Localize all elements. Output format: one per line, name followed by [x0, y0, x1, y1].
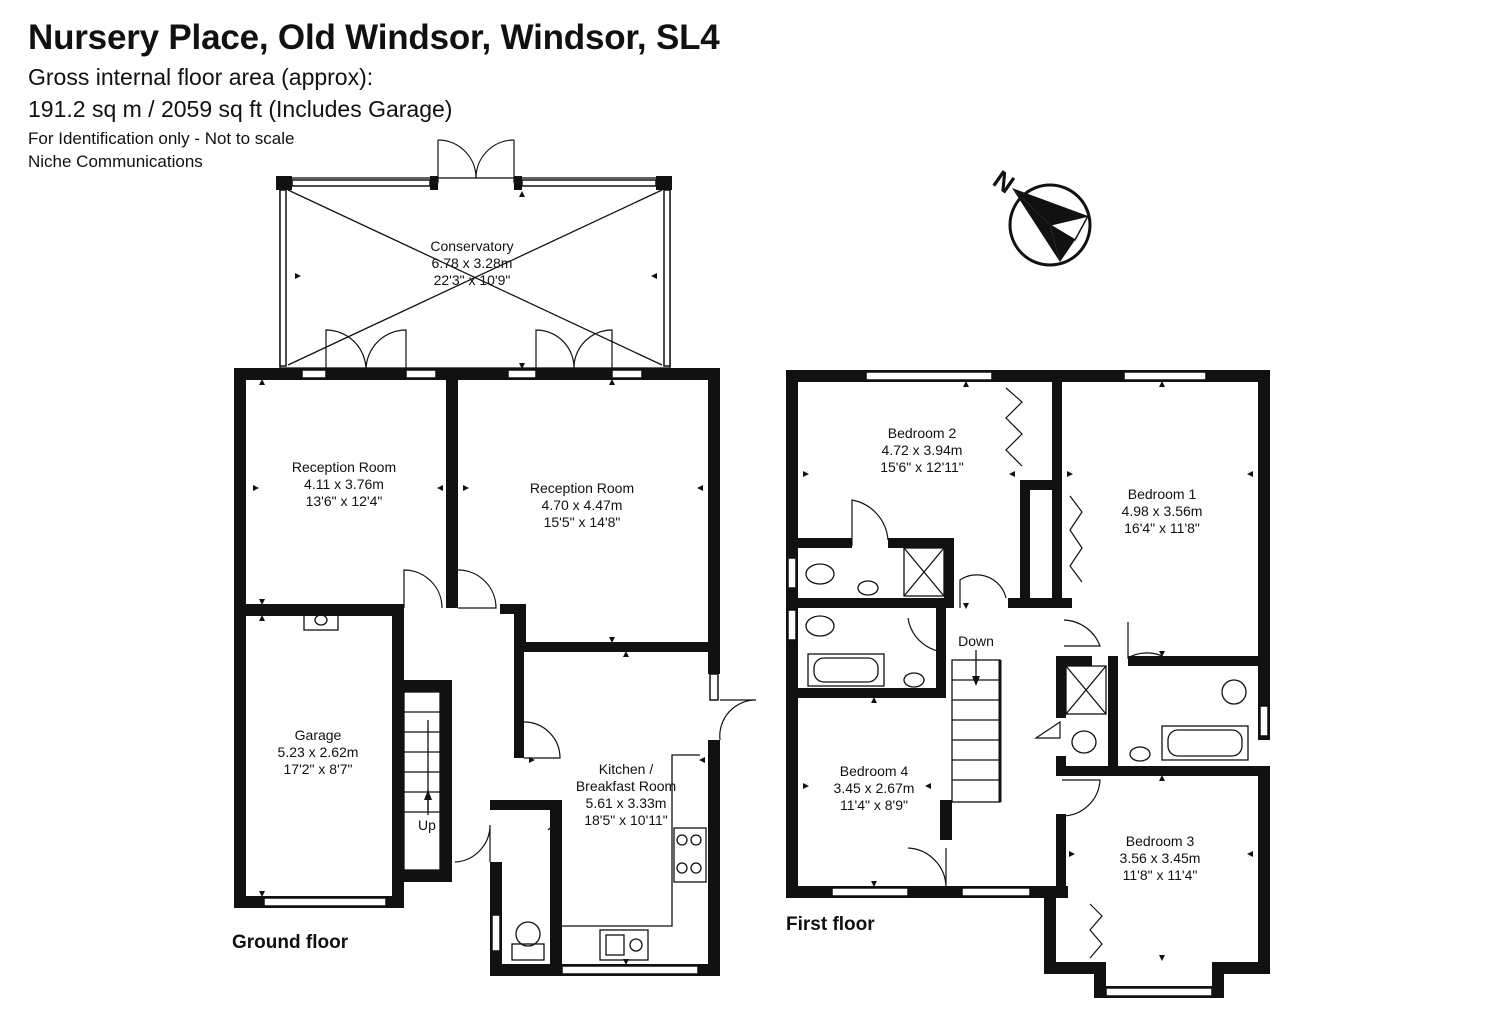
conservatory-label: Conservatory 6.78 x 3.28m 22'3" x 10'9" — [430, 238, 513, 288]
svg-text:5.61 x 3.33m: 5.61 x 3.33m — [586, 795, 667, 811]
svg-text:Bedroom 1: Bedroom 1 — [1128, 486, 1197, 502]
bedroom-2-label: Bedroom 2 4.72 x 3.94m 15'6" x 12'11" — [880, 425, 964, 475]
first-floor-staircase: Down — [951, 633, 1002, 803]
page-title: Nursery Place, Old Windsor, Windsor, SL4 — [28, 18, 720, 57]
compass-north-label: N — [988, 164, 1021, 199]
svg-text:Reception Room: Reception Room — [530, 480, 634, 496]
svg-text:11'4" x 8'9": 11'4" x 8'9" — [840, 797, 908, 813]
svg-text:4.72 x 3.94m: 4.72 x 3.94m — [882, 442, 963, 458]
ground-floor-plan: Up — [232, 139, 757, 976]
svg-text:4.70 x 4.47m: 4.70 x 4.47m — [542, 497, 623, 513]
ground-staircase: Up — [403, 691, 441, 871]
reception-room-right-label: Reception Room 4.70 x 4.47m 15'5" x 14'8… — [530, 480, 634, 530]
svg-text:3.56 x 3.45m: 3.56 x 3.45m — [1120, 850, 1201, 866]
bedroom-3-label: Bedroom 3 3.56 x 3.45m 11'8" x 11'4" — [1120, 833, 1201, 883]
svg-text:16'4" x 11'8": 16'4" x 11'8" — [1124, 520, 1200, 536]
svg-text:11'8" x 11'4": 11'8" x 11'4" — [1123, 867, 1198, 883]
kitchen-units — [562, 754, 707, 961]
stairs-up-label: Up — [418, 817, 436, 833]
stairs-down-label: Down — [958, 633, 994, 649]
disclaimer-text: For Identification only - Not to scale — [28, 129, 295, 148]
svg-text:Breakfast Room: Breakfast Room — [576, 778, 676, 794]
svg-text:Garage: Garage — [295, 727, 342, 743]
svg-text:4.11 x 3.76m: 4.11 x 3.76m — [304, 476, 384, 492]
garage-label: Garage 5.23 x 2.62m 17'2" x 8'7" — [278, 727, 359, 777]
first-floor-label: First floor — [786, 914, 875, 935]
svg-text:Bedroom 2: Bedroom 2 — [888, 425, 957, 441]
reception-room-left-label: Reception Room 4.11 x 3.76m 13'6" x 12'4… — [292, 459, 396, 509]
svg-text:4.98 x 3.56m: 4.98 x 3.56m — [1122, 503, 1203, 519]
svg-text:15'5" x 14'8": 15'5" x 14'8" — [544, 514, 621, 530]
svg-text:Kitchen /: Kitchen / — [599, 761, 654, 777]
svg-text:13'6" x 12'4": 13'6" x 12'4" — [306, 493, 383, 509]
svg-text:22'3" x 10'9": 22'3" x 10'9" — [434, 272, 511, 288]
svg-text:15'6" x 12'11": 15'6" x 12'11" — [880, 459, 964, 475]
svg-text:5.23 x 2.62m: 5.23 x 2.62m — [278, 744, 359, 760]
svg-text:17'2" x 8'7": 17'2" x 8'7" — [284, 761, 353, 777]
svg-text:Bedroom 4: Bedroom 4 — [840, 763, 909, 779]
north-arrow-compass-icon: N — [988, 164, 1092, 267]
bedroom-1-label: Bedroom 1 4.98 x 3.56m 16'4" x 11'8" — [1122, 486, 1203, 536]
svg-text:18'5" x 10'11": 18'5" x 10'11" — [584, 812, 668, 828]
floor-area-value: 191.2 sq m / 2059 sq ft (Includes Garage… — [28, 96, 453, 122]
conservatory-frame — [276, 139, 672, 369]
company-name: Niche Communications — [28, 152, 203, 171]
ground-floor-label: Ground floor — [232, 932, 349, 953]
svg-text:Reception Room: Reception Room — [292, 459, 396, 475]
svg-text:6.78 x 3.28m: 6.78 x 3.28m — [432, 255, 513, 271]
kitchen-breakfast-room-label: Kitchen / Breakfast Room 5.61 x 3.33m 18… — [576, 761, 676, 828]
floor-area-label: Gross internal floor area (approx): — [28, 64, 374, 90]
svg-text:Conservatory: Conservatory — [430, 238, 513, 254]
bedroom-4-label: Bedroom 4 3.45 x 2.67m 11'4" x 8'9" — [834, 763, 915, 813]
svg-text:Bedroom 3: Bedroom 3 — [1126, 833, 1195, 849]
svg-text:3.45 x 2.67m: 3.45 x 2.67m — [834, 780, 915, 796]
first-floor-bathroom-fixtures — [805, 547, 1249, 762]
first-floor-plan: Down Bedroom 2 4.72 x 3.94m 15'6" x 12'1… — [786, 370, 1270, 998]
